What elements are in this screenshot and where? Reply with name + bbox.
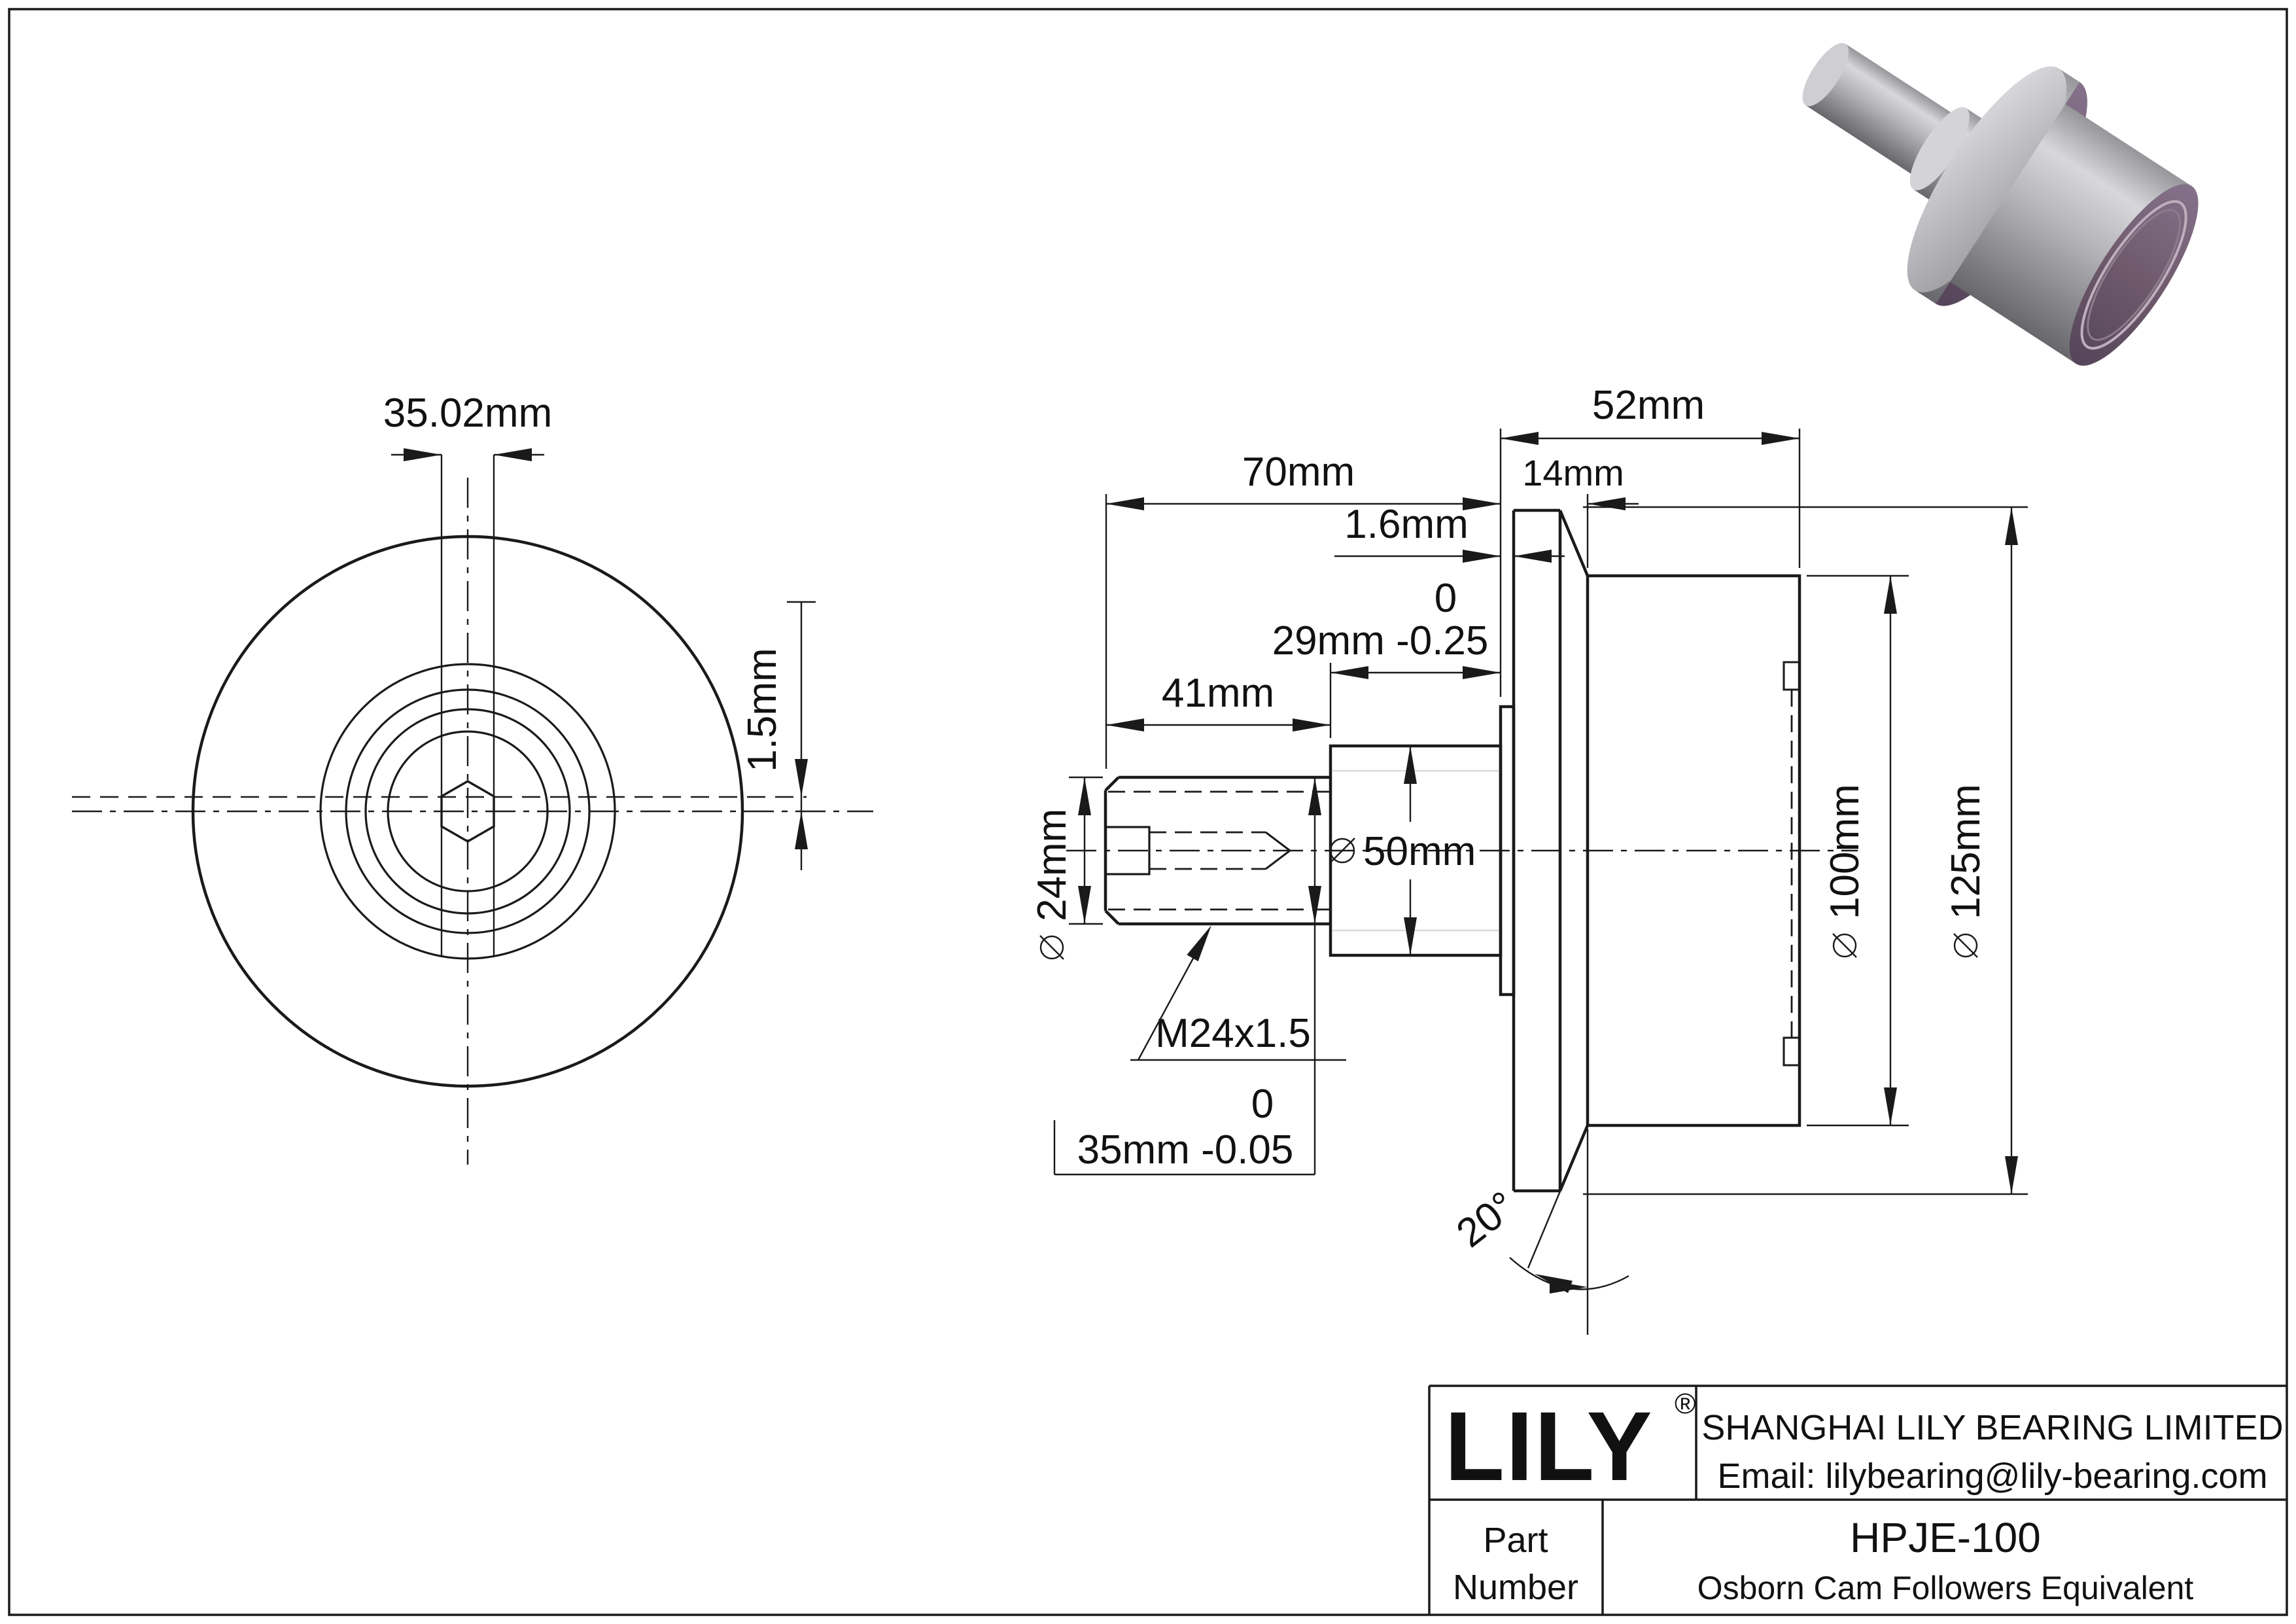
registered-mark-icon: ® [1675, 1388, 1696, 1420]
dim-flange-thickness: 14mm [1522, 452, 1624, 493]
render-roller-body [1950, 103, 2192, 364]
sheet-border [8, 8, 2288, 1616]
company-email: Email: lilybearing@lily-bearing.com [1717, 1456, 2267, 1496]
diameter-symbol [1329, 838, 1355, 864]
part-number-value: HPJE-100 [1850, 1514, 2041, 1561]
dim-flange-dia: 125mm [1943, 784, 1989, 919]
dim-across-flats: 35.02mm [383, 391, 552, 436]
dim-stud-dia-tol: 35mm -0.05 [1077, 1127, 1294, 1173]
dim-shoulder-tol-upper: 0 [1435, 576, 1457, 621]
dim-flange-dia-group: 125mm [1943, 784, 1989, 958]
dim-thread-dia: 24mm [1030, 809, 1075, 921]
dim-roller-dia: 100mm [1822, 784, 1868, 919]
title-block: LILY ® SHANGHAI LILY BEARING LIMITED Ema… [1428, 1385, 2287, 1615]
dim-thread-length: 41mm [1162, 671, 1274, 716]
thread-spec-label: M24x1.5 [1155, 1011, 1311, 1056]
company-logo: LILY [1444, 1391, 1653, 1501]
diameter-symbol [1039, 935, 1064, 960]
flange-chamfer-top [1558, 510, 1590, 576]
dim-thread-dia-group: 24mm [1030, 809, 1075, 960]
roller-outline [1586, 574, 1801, 1127]
front-view: 35.02mm 1.5mm [72, 391, 873, 1165]
diameter-symbol [1832, 933, 1857, 958]
dim-shoulder-dia-group: 50mm [1329, 829, 1476, 874]
render-stud-end [1802, 43, 1849, 107]
part-description: Osborn Cam Followers Equivalent [1697, 1570, 2194, 1606]
bore-edge-bottom [1783, 1036, 1800, 1067]
part-number-label-2: Number [1453, 1568, 1578, 1607]
dim-overall-width: 52mm [1592, 383, 1705, 428]
dim-roller-dia-group: 100mm [1822, 784, 1868, 958]
dim-flange-angle: 20° [1448, 1183, 1524, 1256]
iso-render [1802, 43, 2199, 366]
hex-socket-counterbore [1104, 826, 1151, 875]
dim-shoulder-length: 29mm -0.25 [1272, 618, 1489, 663]
flange-outline [1512, 508, 1562, 1193]
render-roller-end-face [2069, 184, 2199, 366]
part-number-label-1: Part [1483, 1521, 1548, 1560]
angle-ref-extension [1527, 1164, 1573, 1269]
dim-shoulder-dia: 50mm [1363, 829, 1476, 874]
dim-eccentricity: 1.5mm [740, 648, 785, 771]
dim-flange-step: 1.6mm [1344, 502, 1468, 547]
render-flange-front-face [1907, 66, 2067, 292]
dim-stud-tol-upper: 0 [1251, 1082, 1274, 1127]
company-name: SHANGHAI LILY BEARING LIMITED [1701, 1408, 2283, 1447]
socket-drill-point [1265, 831, 1292, 870]
section-view: 52mm 70mm 14mm 1.6mm 0 29mm -0.25 41mm [1030, 383, 2028, 1335]
dim-stud-flange-length: 70mm [1242, 450, 1355, 495]
diameter-symbol [1953, 933, 1978, 958]
bore-edge-top [1783, 661, 1800, 691]
